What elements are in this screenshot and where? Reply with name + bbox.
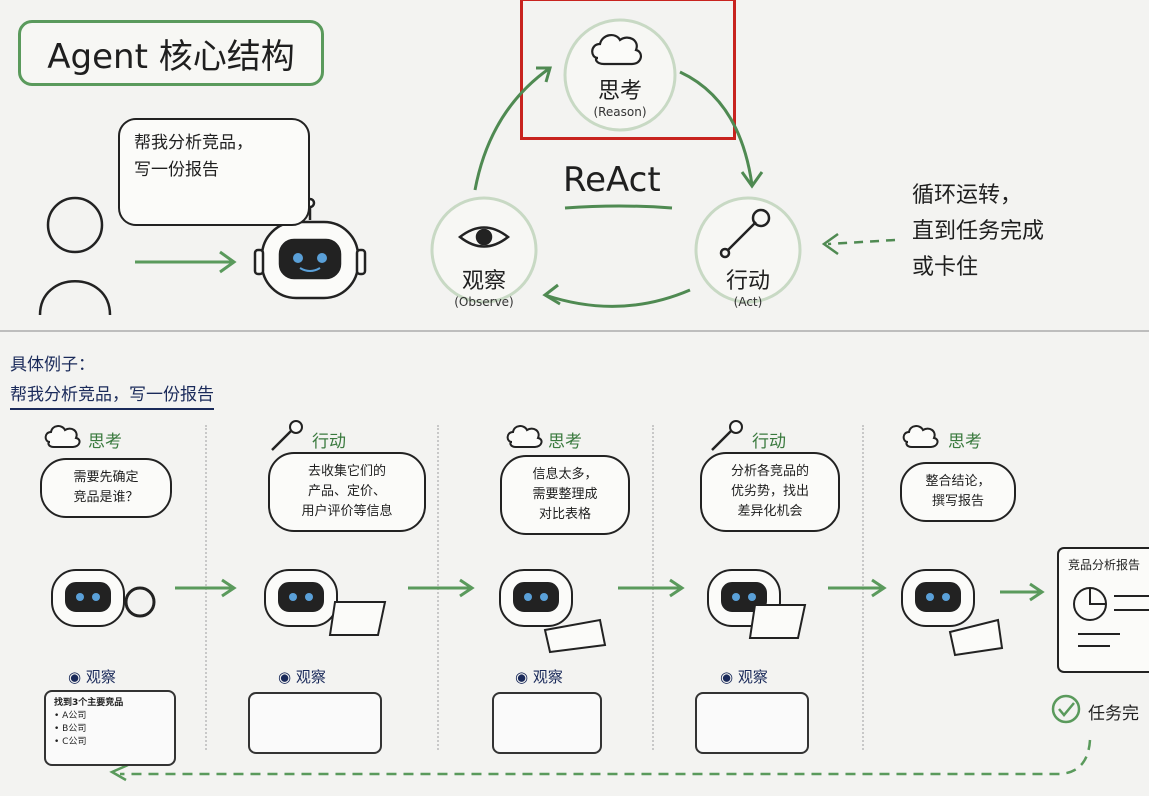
- agent-structure-diagram: [38, 18, 896, 316]
- highlight-box: [520, 0, 736, 140]
- loop-note-line-2: 直到任务完成: [912, 219, 1045, 244]
- step-1-label: 思考: [88, 432, 122, 452]
- eye-icon: ◉: [68, 668, 86, 686]
- right-arrow-icon: [135, 250, 237, 274]
- loop-note-line-3: 或卡住: [912, 255, 979, 280]
- observe-node-ring: [430, 196, 538, 304]
- section-divider: [0, 330, 1149, 332]
- page-title: Agent 核心结构: [18, 20, 324, 86]
- wrench-icon: [719, 208, 771, 259]
- step-2-observe-label: ◉ 观察: [278, 666, 326, 687]
- act-node-sub: (Act): [733, 295, 763, 309]
- example-heading: 具体例子：: [10, 355, 95, 375]
- step-1-observe-label: ◉ 观察: [68, 666, 116, 687]
- cloud-icon: [44, 425, 81, 448]
- right-arrow-icon: [1000, 582, 1045, 602]
- example-steps-drawing: [44, 420, 1149, 782]
- step-4-observe-label: ◉ 观察: [720, 666, 768, 687]
- eye-icon: ◉: [278, 668, 296, 686]
- paper-icon: [543, 618, 607, 654]
- step-2-label: 行动: [312, 432, 346, 452]
- robot-icon: [499, 569, 573, 627]
- right-arrow-icon: [618, 578, 685, 598]
- step-4-thought-bubble: 分析各竞品的 优劣势，找出 差异化机会: [700, 452, 840, 532]
- act-node-ring: [694, 196, 802, 304]
- competitor-list-header: 找到3个主要竞品: [54, 698, 124, 708]
- paper-icon: [948, 618, 1004, 657]
- comparison-table-box: [492, 692, 602, 754]
- magnifier-icon: [124, 586, 156, 618]
- eye-icon: ◉: [515, 668, 533, 686]
- observe-node-label: 观察: [461, 269, 506, 294]
- cloud-icon: [902, 425, 939, 448]
- loop-note: 循环运转， 直到任务完成 或卡住: [912, 178, 1112, 286]
- check-circle-icon: [1051, 694, 1081, 724]
- competitor-item: • A公司: [54, 711, 87, 721]
- right-arrow-icon: [408, 578, 475, 598]
- robot-icon: [901, 569, 975, 627]
- cloud-icon: [506, 425, 543, 448]
- robot-icon: [264, 569, 338, 627]
- report-title: 竞品分析报告: [1068, 558, 1141, 572]
- right-arrow-icon: [828, 578, 887, 598]
- report-document: [1057, 547, 1149, 673]
- laptop-icon: [748, 604, 807, 639]
- robot-icon: [253, 197, 367, 300]
- step-5-thought-bubble: 整合结论， 撰写报告: [900, 462, 1016, 522]
- wrench-icon: [271, 429, 293, 451]
- step-3-thought-bubble: 信息太多， 需要整理成 对比表格: [500, 455, 630, 535]
- info-sources-box: [248, 692, 382, 754]
- dashed-left-arrow-icon: [821, 232, 896, 256]
- right-arrow-icon: [175, 578, 237, 598]
- step-1-observe-text: 观察: [85, 668, 116, 686]
- example-task: 帮我分析竞品，写一份报告: [10, 380, 214, 410]
- robot-icon: [51, 569, 125, 627]
- step-3-label: 思考: [548, 432, 582, 452]
- analysis-box: [695, 692, 809, 754]
- step-2-thought-bubble: 去收集它们的 产品、定价、 用户评价等信息: [268, 452, 426, 532]
- competitor-item: • B公司: [54, 724, 87, 734]
- step-5-label: 思考: [948, 432, 982, 452]
- cycle-arrows: [473, 66, 764, 308]
- eye-icon: [457, 226, 511, 248]
- step-2-observe-text: 观察: [295, 668, 326, 686]
- step-1-thought-bubble: 需要先确定 竞品是谁？: [40, 458, 172, 518]
- step-3-observe-label: ◉ 观察: [515, 666, 563, 687]
- user-icon: [38, 196, 112, 316]
- loop-back-arrow: [120, 739, 1092, 776]
- cloud-icon: [591, 34, 642, 66]
- react-label: ReAct: [563, 160, 661, 200]
- act-node-label: 行动: [725, 269, 770, 294]
- step-4-label: 行动: [752, 432, 786, 452]
- observe-node-sub: (Observe): [454, 295, 514, 309]
- competitor-item: • C公司: [54, 737, 87, 747]
- user-request-bubble: 帮我分析竞品， 写一份报告: [118, 118, 310, 226]
- competitor-list-box: 找到3个主要竞品 • A公司 • B公司 • C公司: [44, 690, 176, 766]
- laptop-icon: [328, 601, 387, 636]
- think-node-sub: (Reason): [593, 105, 647, 119]
- eye-icon: ◉: [720, 668, 738, 686]
- task-done-label: 任务完: [1088, 704, 1139, 724]
- loop-note-line-1: 循环运转，: [912, 183, 1023, 208]
- think-node-label: 思考: [597, 79, 642, 104]
- step-4-observe-text: 观察: [737, 668, 768, 686]
- step-3-observe-text: 观察: [532, 668, 563, 686]
- wrench-icon: [711, 429, 733, 451]
